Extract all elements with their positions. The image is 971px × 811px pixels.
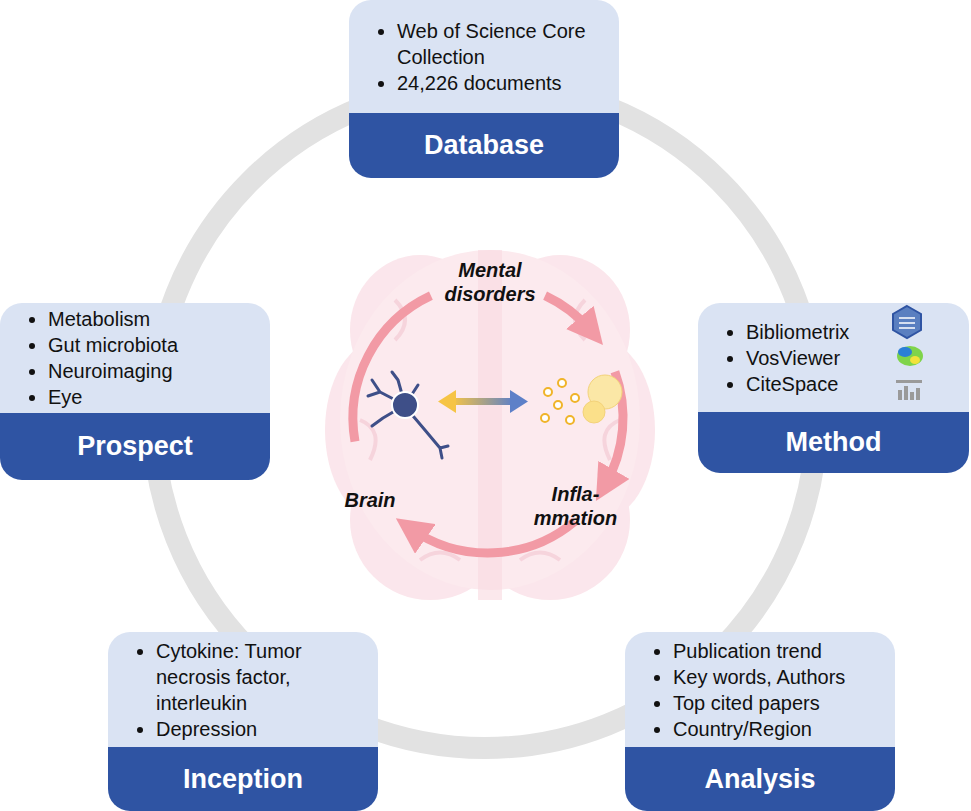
box-title: Database xyxy=(424,130,544,161)
title-band: Database xyxy=(349,113,619,178)
title-band: Inception xyxy=(108,747,378,811)
bullet-item: Key words, Authors xyxy=(673,664,885,690)
cycle-label: Brain xyxy=(335,488,405,512)
cycle-arc xyxy=(353,296,431,442)
bullet-item: Cytokine: Tumor necrosis factor, interle… xyxy=(156,638,348,716)
title-band: Method xyxy=(698,412,969,473)
bullet-item: CiteSpace xyxy=(746,371,889,397)
bullet-list: MetabolismGut microbiotaNeuroimagingEye xyxy=(0,306,270,410)
box-title: Inception xyxy=(183,764,303,795)
bullet-item: 24,226 documents xyxy=(397,70,599,96)
particle xyxy=(554,401,562,409)
bullet-list: Publication trendKey words, AuthorsTop c… xyxy=(625,638,895,742)
double-arrow-head xyxy=(510,390,528,413)
stage-box: Web of Science Core Collection24,226 doc… xyxy=(349,0,619,178)
title-band: Prospect xyxy=(0,413,270,480)
stage-box: Publication trendKey words, AuthorsTop c… xyxy=(625,632,895,811)
double-arrow-shaft xyxy=(452,398,514,405)
cycle-arrows xyxy=(353,296,623,553)
stage-box: BibliometrixVosViewerCiteSpaceMethod xyxy=(698,303,969,473)
brain-shape xyxy=(325,250,655,600)
bullet-item: Bibliometrix xyxy=(746,319,889,345)
box-title: Analysis xyxy=(704,764,815,795)
particle xyxy=(558,379,566,387)
bullet-list: Web of Science Core Collection24,226 doc… xyxy=(349,18,619,96)
particle xyxy=(583,401,605,423)
cycle-arc xyxy=(545,296,591,332)
bullet-item: Depression xyxy=(156,716,348,742)
cell-body xyxy=(392,392,418,418)
bullet-item: Neuroimaging xyxy=(48,358,250,384)
box-body: Publication trendKey words, AuthorsTop c… xyxy=(625,632,895,747)
box-title: Prospect xyxy=(77,431,193,462)
box-title: Method xyxy=(786,427,882,458)
bullet-list: BibliometrixVosViewerCiteSpace xyxy=(698,319,969,397)
box-body: MetabolismGut microbiotaNeuroimagingEye xyxy=(0,303,270,413)
particle xyxy=(566,416,574,424)
dendrite xyxy=(368,372,418,426)
double-arrow-head xyxy=(438,390,456,413)
box-body: Cytokine: Tumor necrosis factor, interle… xyxy=(108,632,378,747)
box-body: Web of Science Core Collection24,226 doc… xyxy=(349,0,619,113)
box-body: BibliometrixVosViewerCiteSpace xyxy=(698,303,969,412)
particle xyxy=(541,414,549,422)
bullet-item: Country/Region xyxy=(673,716,885,742)
axon xyxy=(408,410,448,458)
bullet-item: VosViewer xyxy=(746,345,889,371)
particle xyxy=(571,394,579,402)
particle xyxy=(544,388,552,396)
stage-box: MetabolismGut microbiotaNeuroimagingEyeP… xyxy=(0,303,270,480)
cycle-label: Infla- mmation xyxy=(528,482,623,530)
title-band: Analysis xyxy=(625,747,895,811)
cycle-label: Mental disorders xyxy=(425,258,555,306)
neuron-icon xyxy=(368,372,448,458)
bullet-item: Web of Science Core Collection xyxy=(397,18,599,70)
stage-box: Cytokine: Tumor necrosis factor, interle… xyxy=(108,632,378,811)
bullet-item: Gut microbiota xyxy=(48,332,250,358)
bullet-item: Metabolism xyxy=(48,306,250,332)
bullet-item: Publication trend xyxy=(673,638,885,664)
bullet-item: Top cited papers xyxy=(673,690,885,716)
bullet-item: Eye xyxy=(48,384,250,410)
cytokine-particles xyxy=(541,375,622,424)
double-arrow xyxy=(438,390,528,413)
bullet-list: Cytokine: Tumor necrosis factor, interle… xyxy=(108,638,378,742)
